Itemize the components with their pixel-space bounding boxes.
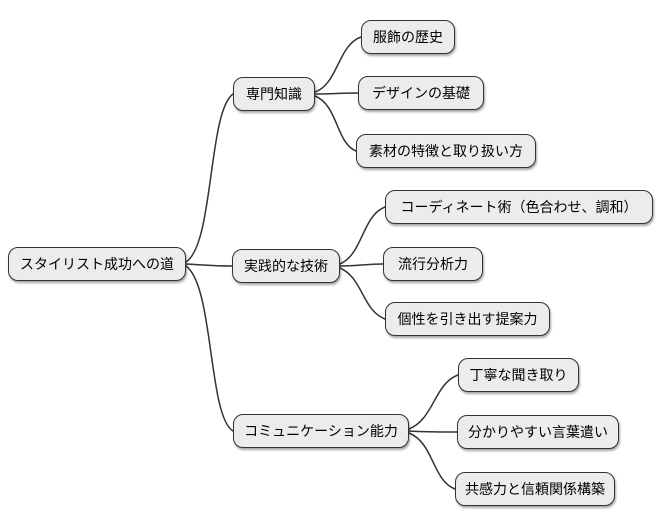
- node-leaf-fukushoku-rekishi: 服飾の歴史: [361, 20, 455, 54]
- node-leaf-teinei-kikitori: 丁寧な聞き取り: [458, 358, 579, 392]
- edge-root-to-b1: [185, 93, 234, 263]
- node-root: スタイリスト成功への道: [8, 247, 186, 281]
- edge-root-to-b3: [185, 265, 234, 432]
- edge-b2-to-l2c: [339, 267, 386, 320]
- node-leaf-sozai-toriatsukai: 素材の特徴と取り扱い方: [356, 134, 536, 168]
- edge-b2-to-l2a: [339, 206, 386, 265]
- node-branch-jissen-gijutsu: 実践的な技術: [232, 249, 340, 283]
- node-leaf-ryuko-bunseki: 流行分析力: [383, 247, 483, 281]
- edge-b3-to-l3b: [408, 430, 458, 433]
- edge-b2-to-l2b: [339, 263, 384, 267]
- node-branch-communication: コミュニケーション能力: [233, 414, 409, 448]
- edge-b3-to-l3c: [408, 432, 456, 490]
- node-leaf-kosei-teian: 個性を引き出す提案力: [385, 302, 550, 336]
- edge-root-to-b2: [185, 263, 233, 267]
- edge-b1-to-l1a: [314, 36, 362, 93]
- node-branch-senmonchishiki: 専門知識: [233, 77, 315, 111]
- edge-b3-to-l3a: [408, 374, 459, 430]
- edge-b1-to-l1c: [314, 95, 357, 152]
- node-leaf-kyokan-shinrai: 共感力と信頼関係構築: [455, 472, 615, 506]
- node-leaf-coordinate-jutsu: コーディネート術（色合わせ、調和）: [385, 190, 653, 224]
- edge-b1-to-l1b: [314, 92, 359, 95]
- node-leaf-wakariyasui-kotoba: 分かりやすい言葉遣い: [457, 415, 619, 449]
- node-leaf-design-kiso: デザインの基礎: [358, 76, 484, 110]
